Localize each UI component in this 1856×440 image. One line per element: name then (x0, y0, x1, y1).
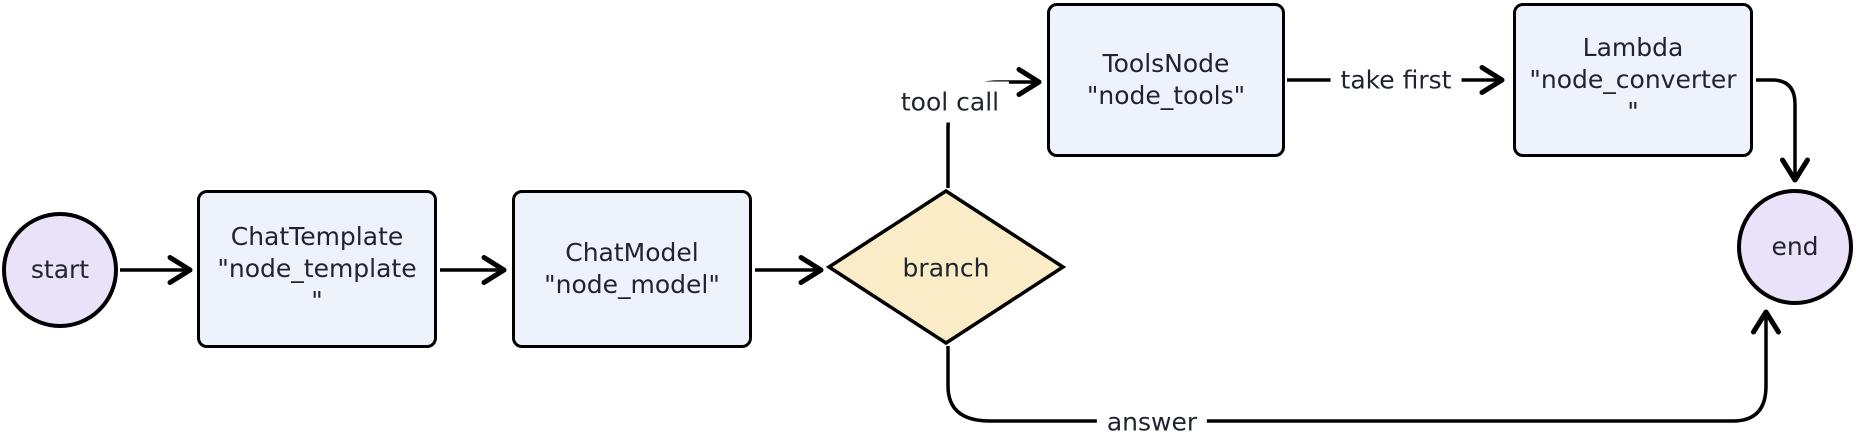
branch-diamond-shape (825, 188, 1067, 346)
node-tools-title: ToolsNode (1102, 49, 1230, 78)
node-converter: Lambda "node_converter" (1513, 3, 1753, 157)
node-converter-id: "node_converter" (1529, 65, 1737, 126)
edge-label-answer: answer (1096, 401, 1208, 440)
node-end-label: end (1771, 232, 1819, 261)
node-tools-id: "node_tools" (1086, 81, 1246, 110)
edge-converter-to-end (1756, 78, 1810, 183)
node-chat-model: ChatModel "node_model" (512, 190, 752, 348)
node-start-label: start (30, 255, 90, 284)
node-tools: ToolsNode "node_tools" (1047, 3, 1285, 157)
node-chat-template-title: ChatTemplate (230, 222, 404, 251)
edge-branch-to-end (946, 309, 1781, 423)
node-end: end (1737, 189, 1853, 305)
edge-label-take-first: take first (1330, 59, 1462, 101)
node-branch-label: branch (902, 253, 990, 283)
node-start: start (2, 212, 118, 328)
node-chat-template-id: "node_template" (217, 254, 417, 315)
node-chat-model-title: ChatModel (565, 238, 699, 267)
node-chat-template: ChatTemplate "node_template" (197, 190, 437, 348)
node-converter-title: Lambda (1582, 33, 1684, 62)
edge-label-tool-call: tool call (890, 81, 1010, 123)
node-chat-model-id: "node_model" (544, 270, 720, 299)
